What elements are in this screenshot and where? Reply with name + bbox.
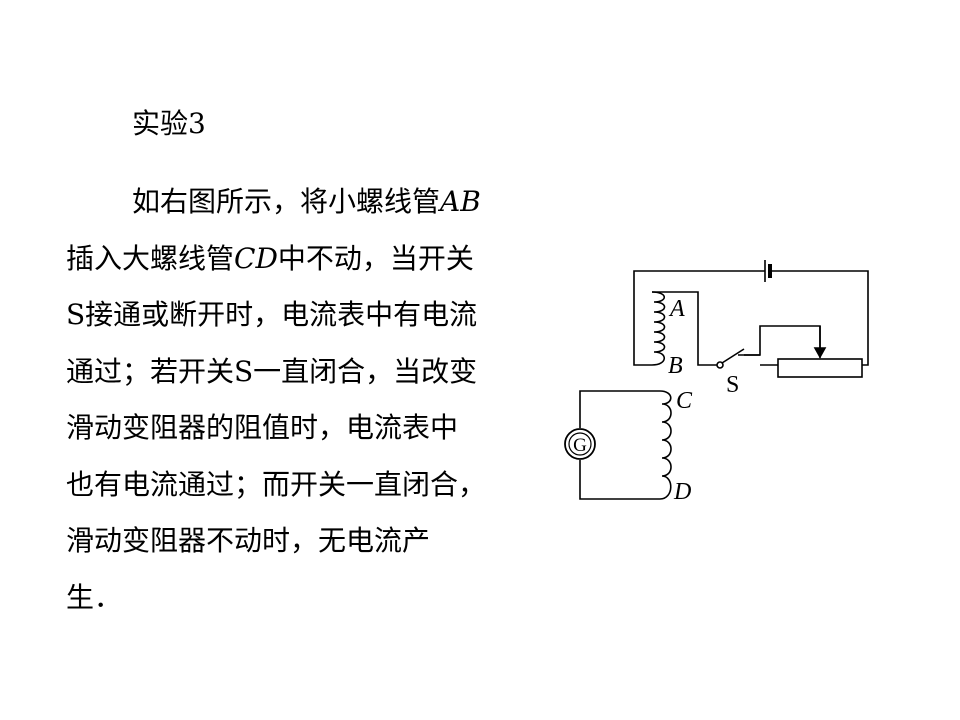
- rheostat-icon: [760, 326, 863, 378]
- circuit-svg: G A B C D S: [564, 260, 869, 505]
- experiment-description: 如右图所示，将小螺线管AB 插入大螺线管CD中不动，当开关 S接通或断开时，电流…: [66, 174, 546, 626]
- text-line-8: 生．: [66, 580, 123, 614]
- text-line-3: S接通或断开时，电流表中有电流: [66, 298, 478, 331]
- galvanometer-icon: G: [564, 428, 596, 460]
- switch-s-icon: [716, 348, 760, 369]
- terminal-label-d: D: [673, 479, 691, 505]
- text-line-1: 如右图所示，将小螺线管AB: [132, 185, 481, 218]
- coil-cd-label: CD: [234, 241, 278, 275]
- coil-ab-label: AB: [440, 185, 481, 218]
- small-coil-ab-icon: [651, 291, 666, 366]
- switch-label: S: [726, 372, 739, 398]
- text-line-6: 也有电流通过；而开关一直闭合，: [66, 467, 487, 501]
- circuit-diagram: G A B C D S: [560, 250, 880, 510]
- experiment-heading: 实验3: [132, 107, 206, 140]
- terminal-label-b: B: [668, 353, 683, 379]
- text-line-5: 滑动变阻器的阻值时，电流表中: [66, 411, 459, 444]
- text-line-2: 插入大螺线管CD中不动，当开关: [66, 241, 474, 275]
- large-coil-cd-icon: [659, 390, 672, 500]
- text-line-4: 通过；若开关S一直闭合，当改变: [66, 354, 478, 388]
- galvanometer-label: G: [573, 435, 587, 456]
- terminal-label-c: C: [676, 388, 693, 414]
- battery-icon: [764, 260, 772, 282]
- terminal-label-a: A: [668, 296, 685, 322]
- secondary-circuit-wires: [579, 390, 660, 500]
- text-line-7: 滑动变阻器不动时，无电流产: [66, 524, 431, 557]
